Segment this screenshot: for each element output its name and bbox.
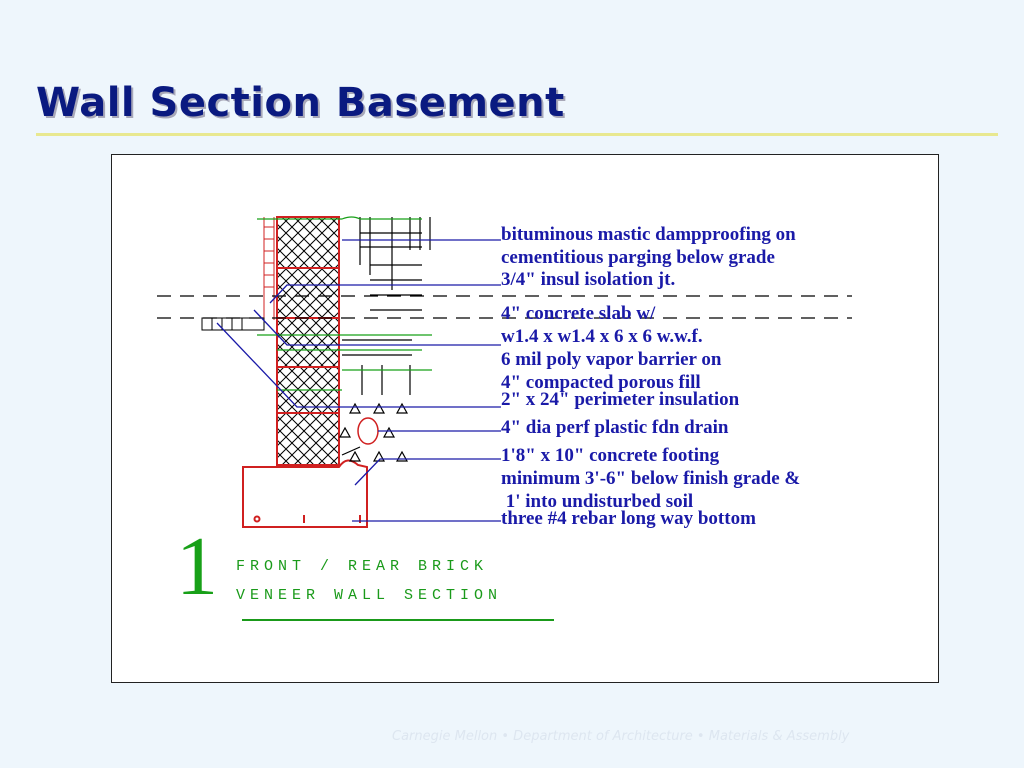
annotation-porous-fill: 4" compacted porous fill — [501, 372, 701, 393]
dashed-grade-lines — [157, 295, 852, 319]
slide-title: Wall Section Basement — [36, 80, 565, 126]
slab-and-framing — [341, 217, 431, 456]
detail-title-line2: VENEER WALL SECTION — [236, 587, 503, 604]
annotation-vapor-barrier: 6 mil poly vapor barrier on — [501, 349, 722, 370]
sill-ledge — [201, 317, 265, 331]
wall-section-drawing: bituminous mastic dampproofing on cement… — [111, 154, 939, 683]
perf-drain — [357, 417, 379, 445]
leader-lines — [216, 239, 501, 522]
annotation-parging: cementitious parging below grade — [501, 247, 775, 268]
annotation-perimeter-insulation: 2" x 24" perimeter insulation — [501, 389, 740, 410]
title-divider — [36, 133, 998, 136]
detail-title-line1: FRONT / REAR BRICK — [236, 558, 489, 575]
annotation-fdn-drain: 4" dia perf plastic fdn drain — [501, 417, 729, 438]
foundation-wall-cmu — [276, 216, 340, 466]
slide-footer: Carnegie Mellon • Department of Architec… — [392, 729, 850, 744]
grade-lines — [257, 216, 432, 391]
detail-number: 1 — [176, 520, 218, 613]
annotation-wwf: w1.4 x w1.4 x 6 x 6 w.w.f. — [501, 326, 703, 347]
annotation-undisturbed-soil: 1' into undisturbed soil — [501, 491, 694, 512]
annotation-footing: 1'8" x 10" concrete footing — [501, 445, 720, 466]
porous-fill — [338, 402, 409, 462]
concrete-footing — [242, 459, 368, 528]
wall-section-diagram — [157, 216, 852, 528]
annotation-isolation-jt: 3/4" insul isolation jt. — [501, 269, 676, 290]
detail-title-underline — [242, 619, 554, 621]
annotation-dampproofing: bituminous mastic dampproofing on — [501, 224, 796, 245]
brick-veneer — [263, 217, 275, 320]
annotation-slab: 4" concrete slab w/ — [501, 303, 656, 324]
annotation-below-grade: minimum 3'-6" below finish grade & — [501, 468, 801, 489]
annotation-rebar: three #4 rebar long way bottom — [501, 508, 756, 529]
